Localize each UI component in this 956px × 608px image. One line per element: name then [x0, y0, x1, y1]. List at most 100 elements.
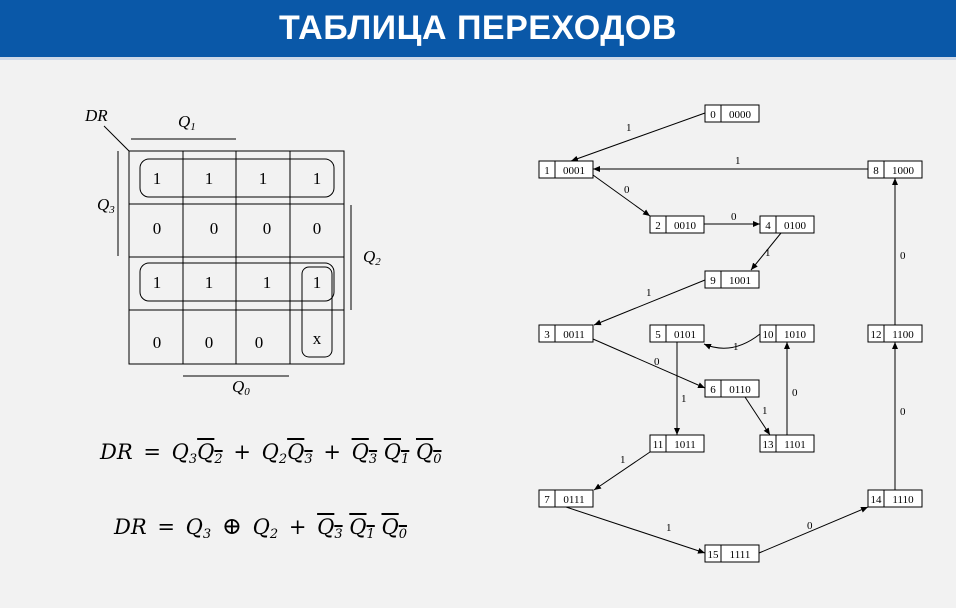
transition-arrow-n0-n1: [570, 112, 706, 162]
transition-label: 0: [624, 184, 630, 196]
state-node-number: 11: [653, 439, 664, 451]
transition-label: 1: [666, 522, 672, 534]
state-node-box: [759, 434, 815, 453]
formula-sub: 3: [334, 527, 343, 542]
state-node-11: 11 1011: [649, 434, 705, 453]
state-node-number: 7: [544, 494, 550, 506]
transition-arrow-n3-n6: [592, 338, 706, 389]
formula-var: Q: [261, 440, 279, 464]
formula-var: Q: [383, 440, 402, 464]
state-node-number: 5: [655, 329, 661, 341]
formula-var: Q: [351, 440, 369, 464]
formula-equals: =: [143, 440, 161, 464]
transition-label: 0: [654, 356, 660, 368]
state-node-code: 0110: [729, 384, 751, 396]
state-node-9: 9 1001: [704, 270, 760, 289]
kmap-cell: 0: [210, 219, 219, 238]
kmap-cell: 1: [313, 169, 322, 188]
formula-sub: 0: [398, 527, 407, 542]
state-node-box: [867, 489, 923, 508]
formula-sub: 0: [433, 452, 442, 467]
page-title: ТАБЛИЦА ПЕРЕХОДОВ: [279, 9, 677, 47]
kmap-cell: 1: [205, 169, 214, 188]
state-node-number: 8: [873, 165, 879, 177]
formula-sub: 2: [214, 452, 223, 467]
kmap-cells: 1 1 1 1 0 0 0 0 1 1 1 1 0 0 0 x: [153, 169, 322, 352]
transition-label: 0: [807, 520, 813, 532]
state-node-1: 1 0001: [538, 160, 594, 179]
state-node-code: 1010: [784, 329, 807, 341]
kmap-group-col4: [301, 266, 333, 358]
kmap-cell: 1: [205, 273, 214, 292]
formula-plus: +: [323, 440, 341, 464]
transition-label: 1: [681, 393, 687, 405]
formula-var: Q: [349, 515, 367, 539]
state-node-number: 9: [710, 275, 716, 287]
state-node-5: 5 0101: [649, 324, 705, 343]
kmap-cell: 1: [153, 169, 162, 188]
state-node-number: 0: [710, 109, 716, 121]
state-node-code: 0111: [563, 494, 584, 506]
state-node-code: 1110: [892, 494, 914, 506]
kmap-group-row1: [139, 158, 335, 198]
transition-label: 0: [900, 250, 906, 262]
transition-label: 0: [792, 387, 798, 399]
kmap-cell: x: [313, 329, 322, 348]
state-node-number: 10: [763, 329, 775, 341]
state-node-box: [867, 324, 923, 343]
formula-var: Q: [171, 440, 189, 464]
state-node-number: 6: [710, 384, 716, 396]
state-node-code: 1100: [892, 329, 914, 341]
formula-equals: =: [157, 515, 175, 539]
state-node-code: 0101: [674, 329, 696, 341]
formula-var: Q: [381, 515, 399, 539]
state-node-number: 3: [544, 329, 550, 341]
transition-label: 1: [765, 247, 771, 259]
state-node-number: 14: [871, 494, 883, 506]
kmap-group-row3: [139, 262, 335, 302]
state-node-box: [538, 489, 594, 508]
state-node-box: [649, 324, 705, 343]
kmap-grid: [128, 150, 345, 365]
formula-plus: +: [288, 515, 307, 539]
formula-sub: 1: [366, 527, 375, 542]
state-node-code: 0000: [729, 109, 752, 121]
formula-var: Q: [197, 440, 215, 464]
transition-label: 1: [735, 155, 741, 167]
formula-dr-1: DR = Q3Q2 + Q2Q3 + Q3 Q1 Q0: [100, 440, 441, 467]
formula-var: Q: [185, 515, 203, 539]
kmap-cell: 0: [153, 219, 162, 238]
state-node-code: 1011: [674, 439, 696, 451]
transition-arrow-n4-n9: [750, 232, 782, 271]
formula-lhs: DR: [100, 440, 133, 464]
title-bar: ТАБЛИЦА ПЕРЕХОДОВ: [0, 0, 956, 57]
transition-label: 0: [900, 406, 906, 418]
transition-label: 0: [731, 211, 737, 223]
formula-var: Q: [317, 515, 335, 539]
state-node-code: 0001: [563, 165, 585, 177]
transition-label: 1: [646, 287, 652, 299]
state-node-box: [759, 215, 815, 234]
transition-arrow-n7-n15: [565, 506, 706, 554]
state-node-3: 3 0011: [538, 324, 594, 343]
transition-arrow-n15-n14: [758, 506, 869, 554]
kmap-cell: 1: [153, 273, 162, 292]
transition-arrow-n6-n13: [744, 396, 771, 436]
transition-label: 1: [733, 341, 739, 353]
state-node-number: 1: [544, 165, 550, 177]
kmap-q0-label: Q0: [232, 377, 250, 398]
state-node-number: 13: [763, 439, 775, 451]
state-node-code: 0011: [563, 329, 585, 341]
state-node-code: 1001: [729, 275, 751, 287]
kmap-q1-label: Q1: [178, 112, 196, 133]
transition-arrow-n11-n7: [593, 451, 651, 491]
state-node-box: [759, 324, 815, 343]
transition-arrow-n10-n5: [703, 333, 761, 350]
